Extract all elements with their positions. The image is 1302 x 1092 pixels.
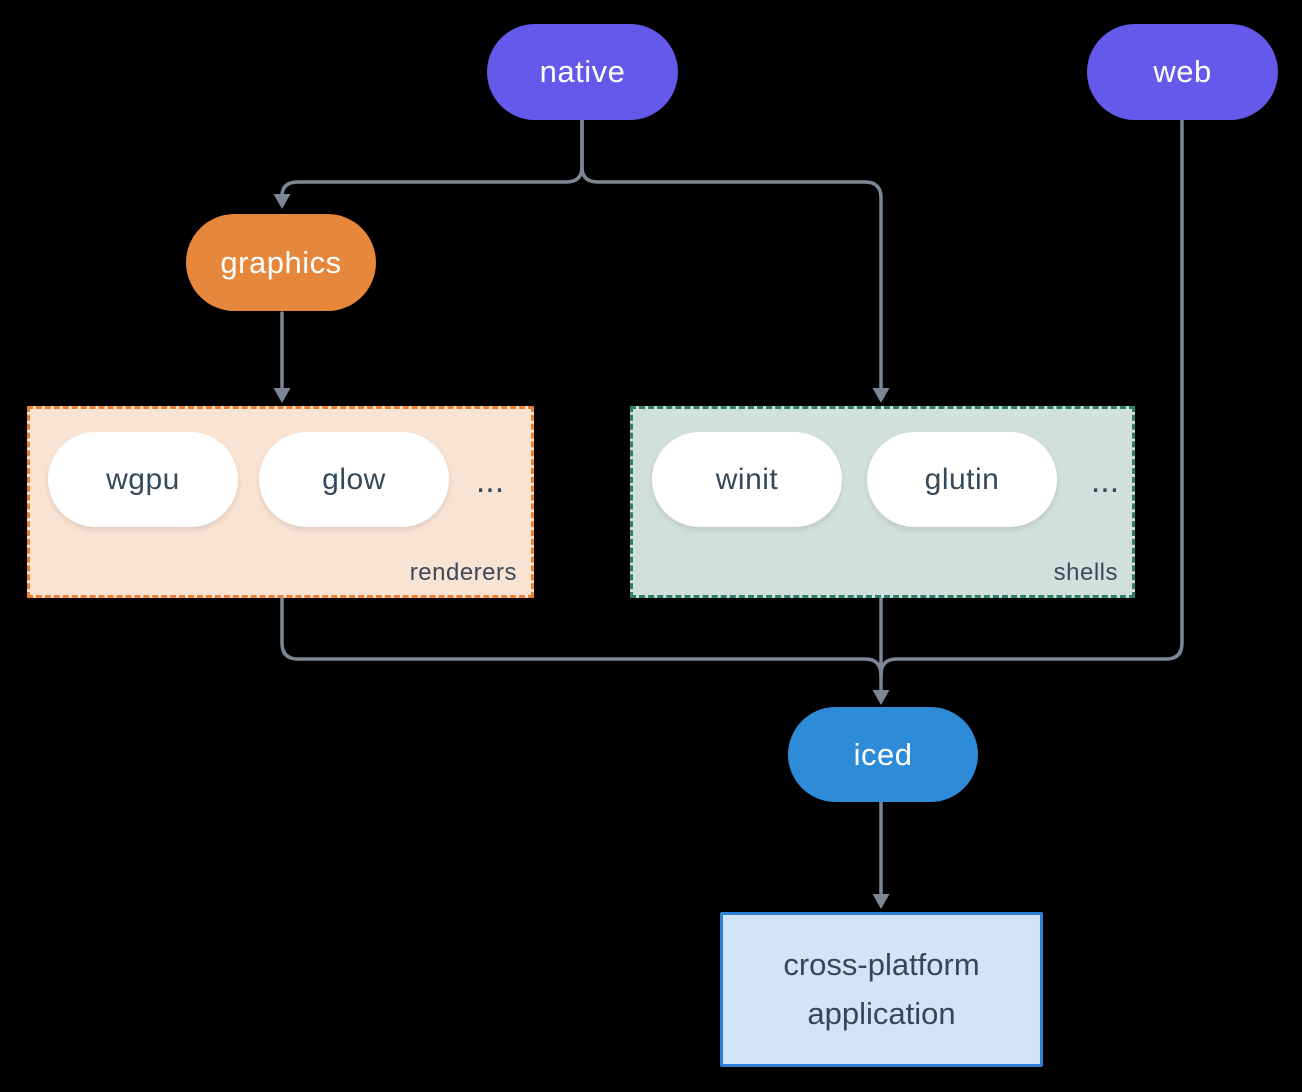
node-glow: glow [259,432,449,527]
arrowhead-into-app [872,894,890,909]
group-renderers: wgpu glow ... renderers [27,406,534,598]
shells-group-label: shells [1053,559,1118,586]
node-native: native [487,24,678,120]
edge-native-graphics [280,119,584,198]
edge-native-shells [580,119,883,392]
node-wgpu: wgpu [48,432,238,527]
node-graphics: graphics [186,214,376,311]
group-shells: winit glutin ... shells [630,406,1135,598]
node-iced: iced [788,707,978,802]
shells-ellipsis: ... [1090,462,1120,500]
renderers-ellipsis: ... [475,462,505,500]
edge-renderers-iced [280,596,883,677]
node-cross-platform-application: cross-platform application [720,912,1043,1067]
arrowhead-into-iced [872,690,890,705]
arrowhead-into-renderers [273,388,291,403]
renderers-group-label: renderers [409,559,517,586]
node-web: web [1087,24,1278,120]
node-winit: winit [652,432,842,527]
node-glutin: glutin [867,432,1057,527]
arrowhead-into-graphics [273,194,291,209]
arrowhead-into-shells [872,388,890,403]
edge-web-iced [879,119,1184,677]
